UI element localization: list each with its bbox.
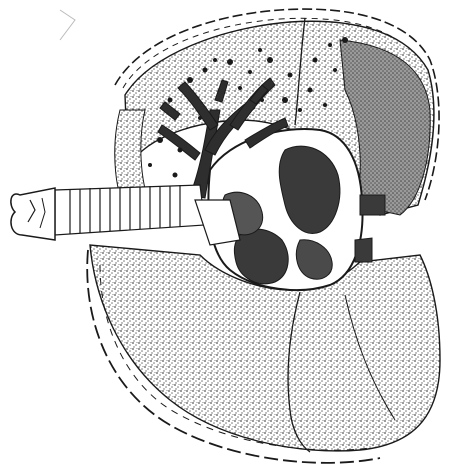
vessel-right	[360, 195, 385, 215]
trachea	[55, 185, 205, 235]
